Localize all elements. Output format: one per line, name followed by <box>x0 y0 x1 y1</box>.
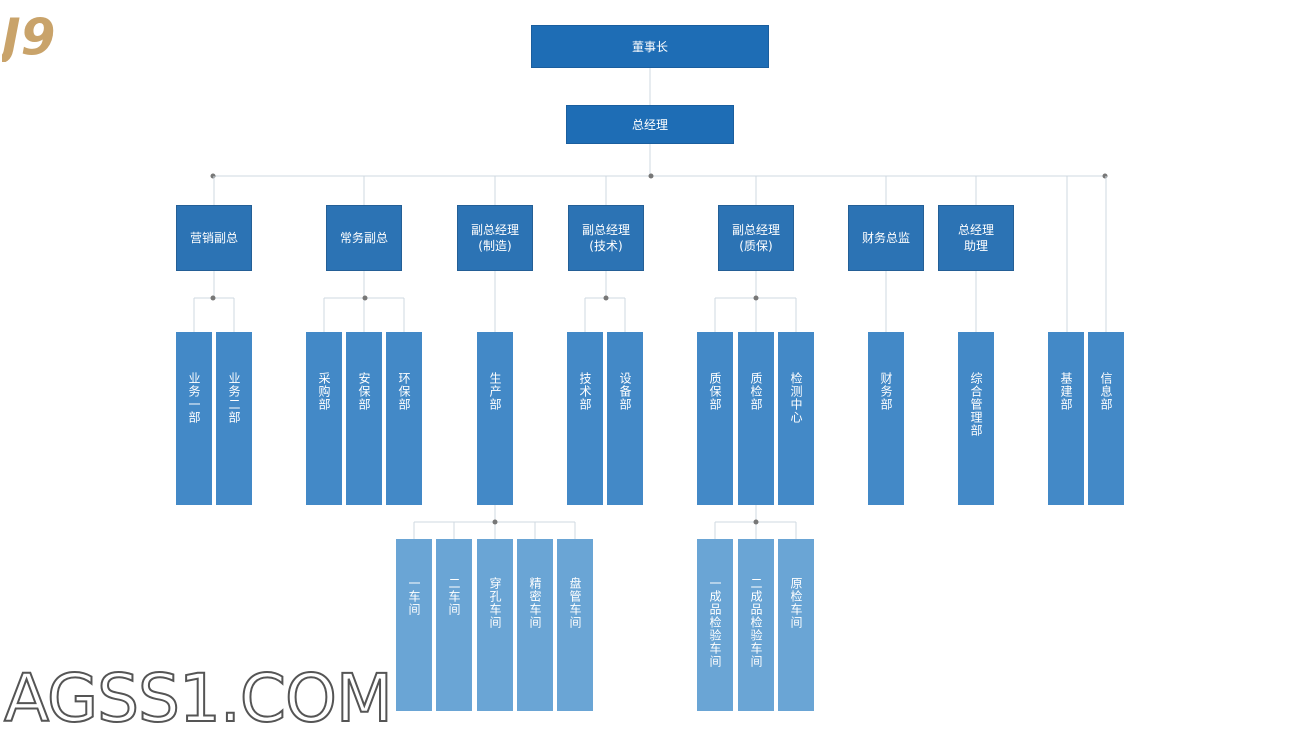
node-dept-quality-assurance: 质保部 <box>697 332 733 505</box>
dept-label: 信息部 <box>1099 372 1113 411</box>
workshop-label: 一车间 <box>407 577 421 616</box>
node-workshop-2: 二车间 <box>436 539 472 711</box>
dept-label: 综合管理部 <box>969 372 983 437</box>
connector-dot-5 <box>1102 173 1108 179</box>
workshop-label: 穿孔车间 <box>488 577 502 629</box>
dept-label: 财务部 <box>879 372 893 411</box>
workshop-label: 二成品检验车间 <box>749 577 763 668</box>
j9-logo: J9 <box>0 6 82 66</box>
dept-label: 质保部 <box>708 372 722 411</box>
workshop-label: 二车间 <box>447 577 461 616</box>
node-dept-finance: 财务部 <box>868 332 904 505</box>
exec-label: 营销副总 <box>189 231 238 245</box>
node-chairman-label: 董事长 <box>631 39 668 54</box>
workshop-label: 盘管车间 <box>568 577 582 629</box>
exec-label: 副总经理 (质保) <box>731 223 780 253</box>
node-workshop-inspection-2: 二成品检验车间 <box>738 539 774 711</box>
node-exec-marketing: 营销副总 <box>176 205 252 271</box>
dept-label: 质检部 <box>749 372 763 411</box>
node-dept-security: 安保部 <box>346 332 382 505</box>
node-dept-environment: 环保部 <box>386 332 422 505</box>
node-workshop-coil: 盘管车间 <box>557 539 593 711</box>
node-dept-production: 生产部 <box>477 332 513 505</box>
node-chairman: 董事长 <box>531 25 769 68</box>
node-dept-infrastructure: 基建部 <box>1048 332 1084 505</box>
exec-label: 总经理 助理 <box>957 223 994 253</box>
dept-label: 业务一部 <box>187 372 201 424</box>
dept-label: 环保部 <box>397 372 411 411</box>
logo-text: J9 <box>2 8 55 62</box>
node-workshop-1: 一车间 <box>396 539 432 711</box>
node-dept-purchasing: 采购部 <box>306 332 342 505</box>
node-workshop-piercing: 穿孔车间 <box>477 539 513 711</box>
dept-label: 设备部 <box>618 372 632 411</box>
connector-dot-3 <box>210 173 216 179</box>
node-dept-general-admin: 综合管理部 <box>958 332 994 505</box>
node-exec-technology: 副总经理 (技术) <box>568 205 644 271</box>
dept-label: 生产部 <box>488 372 502 411</box>
node-exec-manufacturing: 副总经理 (制造) <box>457 205 533 271</box>
dept-label: 基建部 <box>1059 372 1073 411</box>
connector-dot-25 <box>362 295 368 301</box>
node-dept-sales-2: 业务二部 <box>216 332 252 505</box>
node-exec-finance: 财务总监 <box>848 205 924 271</box>
dept-label: 技术部 <box>578 372 592 411</box>
node-dept-information: 信息部 <box>1088 332 1124 505</box>
exec-label: 常务副总 <box>339 231 388 245</box>
workshop-label: 一成品检验车间 <box>708 577 722 668</box>
node-dept-quality-inspection: 质检部 <box>738 332 774 505</box>
connector-dot-19 <box>210 295 216 301</box>
exec-label: 副总经理 (制造) <box>470 223 519 253</box>
workshop-label: 精密车间 <box>528 577 542 629</box>
node-exec-assistant: 总经理 助理 <box>938 205 1014 271</box>
node-general-manager: 总经理 <box>566 105 734 144</box>
node-dept-equipment: 设备部 <box>607 332 643 505</box>
node-workshop-raw-inspection: 原检车间 <box>778 539 814 711</box>
exec-label: 财务总监 <box>861 231 910 245</box>
node-dept-sales-1: 业务一部 <box>176 332 212 505</box>
node-exec-quality: 副总经理 (质保) <box>718 205 794 271</box>
connector-dot-53 <box>753 519 759 525</box>
node-dept-testing-center: 检测中心 <box>778 332 814 505</box>
node-workshop-precision: 精密车间 <box>517 539 553 711</box>
node-exec-executive-vp: 常务副总 <box>326 205 402 271</box>
watermark-text: AGSS1.COM <box>3 660 394 737</box>
node-general-manager-label: 总经理 <box>631 117 668 132</box>
connector-dot-47 <box>492 519 498 525</box>
dept-label: 检测中心 <box>789 372 803 424</box>
exec-label: 副总经理 (技术) <box>581 223 630 253</box>
connector-dot-31 <box>603 295 609 301</box>
node-dept-technology: 技术部 <box>567 332 603 505</box>
connector-dot-37 <box>753 295 759 301</box>
dept-label: 采购部 <box>317 372 331 411</box>
workshop-label: 原检车间 <box>789 577 803 629</box>
dept-label: 业务二部 <box>227 372 241 424</box>
dept-label: 安保部 <box>357 372 371 411</box>
connector-dot-4 <box>648 173 654 179</box>
node-workshop-inspection-1: 一成品检验车间 <box>697 539 733 711</box>
